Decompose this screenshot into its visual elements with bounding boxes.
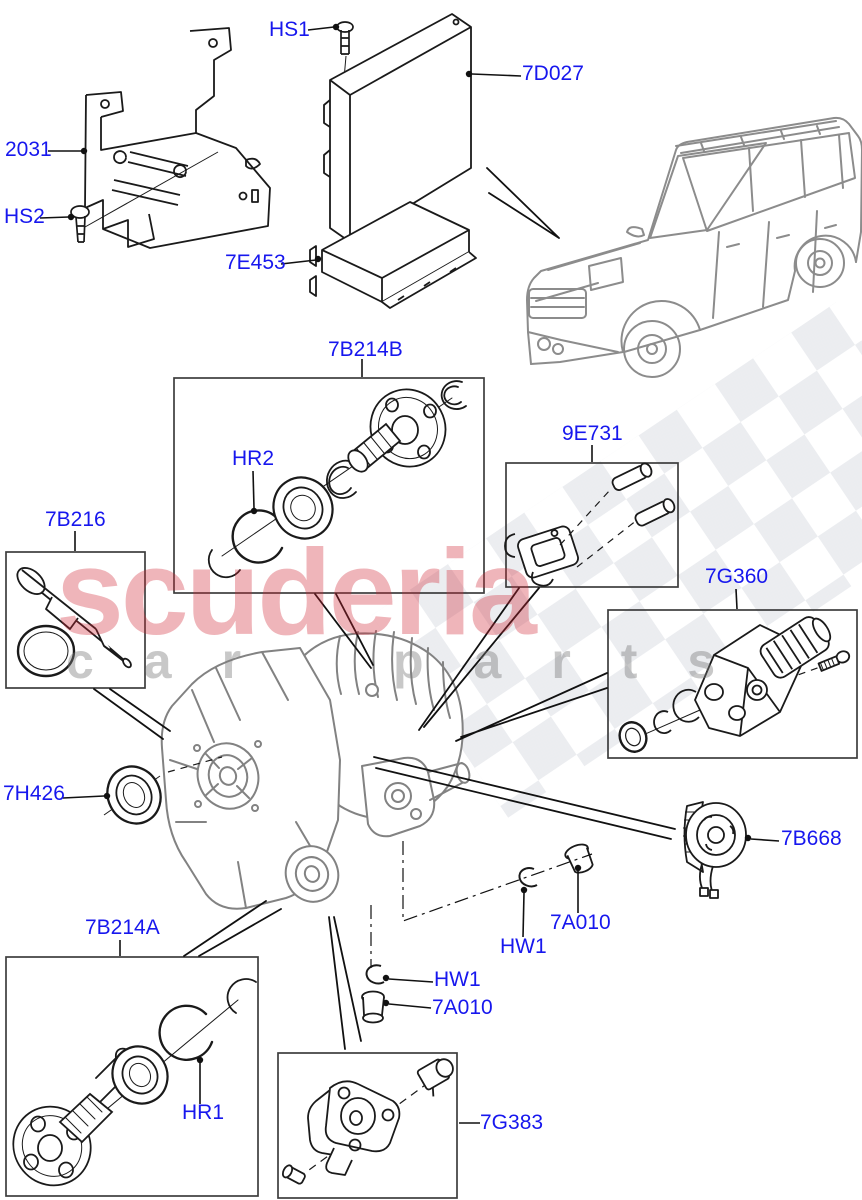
part-label-2031[interactable]: 2031 [5, 138, 52, 161]
leader-lines [39, 26, 780, 1124]
flange-kit-7b214b [207, 380, 467, 579]
gear-actuator-7b668 [683, 801, 747, 899]
box-7g383 [277, 1052, 458, 1199]
transfer-case-illustration [160, 630, 471, 910]
leader-dots [67, 23, 752, 1064]
seal-7h426 [103, 756, 223, 825]
explosion-lines [93, 167, 676, 1050]
part-label-hs2[interactable]: HS2 [4, 205, 45, 228]
module-7d027 [323, 13, 472, 243]
flange-kit-7b214a [12, 978, 257, 1187]
part-label-9e731[interactable]: 9E731 [562, 422, 623, 445]
part-label-7a010-lower[interactable]: 7A010 [432, 996, 493, 1019]
axis-lines [370, 841, 593, 968]
part-label-7e453[interactable]: 7E453 [225, 251, 286, 274]
part-label-7b216[interactable]: 7B216 [45, 508, 106, 531]
box-7g360 [607, 609, 858, 759]
screw-hs2 [70, 205, 90, 243]
vehicle-illustration [526, 116, 862, 378]
bushing-7a010-lower [361, 990, 385, 1024]
washer-hw1-lower [365, 964, 385, 985]
part-label-7b214a[interactable]: 7B214A [85, 916, 160, 939]
part-label-hw1-upper[interactable]: HW1 [500, 935, 547, 958]
bushing-7a010-upper [564, 843, 594, 874]
clamp-kit-9e731 [504, 462, 676, 587]
assembly-boxes [5, 377, 858, 1199]
part-label-hr1[interactable]: HR1 [182, 1101, 225, 1124]
bracket-2031 [84, 27, 271, 249]
part-label-7g383[interactable]: 7G383 [480, 1111, 544, 1134]
box-7b214b [173, 377, 485, 594]
washer-hw1-upper [518, 867, 538, 888]
part-label-hs1[interactable]: HS1 [269, 18, 310, 41]
part-label-hw1-lower[interactable]: HW1 [434, 968, 481, 991]
box-7b214a [5, 956, 259, 1197]
part-label-hr2[interactable]: HR2 [232, 447, 275, 470]
box-7b216 [5, 551, 146, 689]
sealant-kit-7b216 [16, 567, 132, 678]
part-label-7d027[interactable]: 7D027 [522, 62, 584, 85]
part-label-7b668[interactable]: 7B668 [781, 827, 842, 850]
pump-kit-7g383 [281, 1058, 454, 1185]
part-label-7h426[interactable]: 7H426 [3, 782, 65, 805]
box-9e731 [505, 462, 679, 588]
part-label-7a010-upper[interactable]: 7A010 [550, 911, 611, 934]
part-label-7b214b[interactable]: 7B214B [328, 338, 403, 361]
motor-kit-7g360 [618, 616, 851, 753]
part-label-7g360[interactable]: 7G360 [705, 565, 769, 588]
